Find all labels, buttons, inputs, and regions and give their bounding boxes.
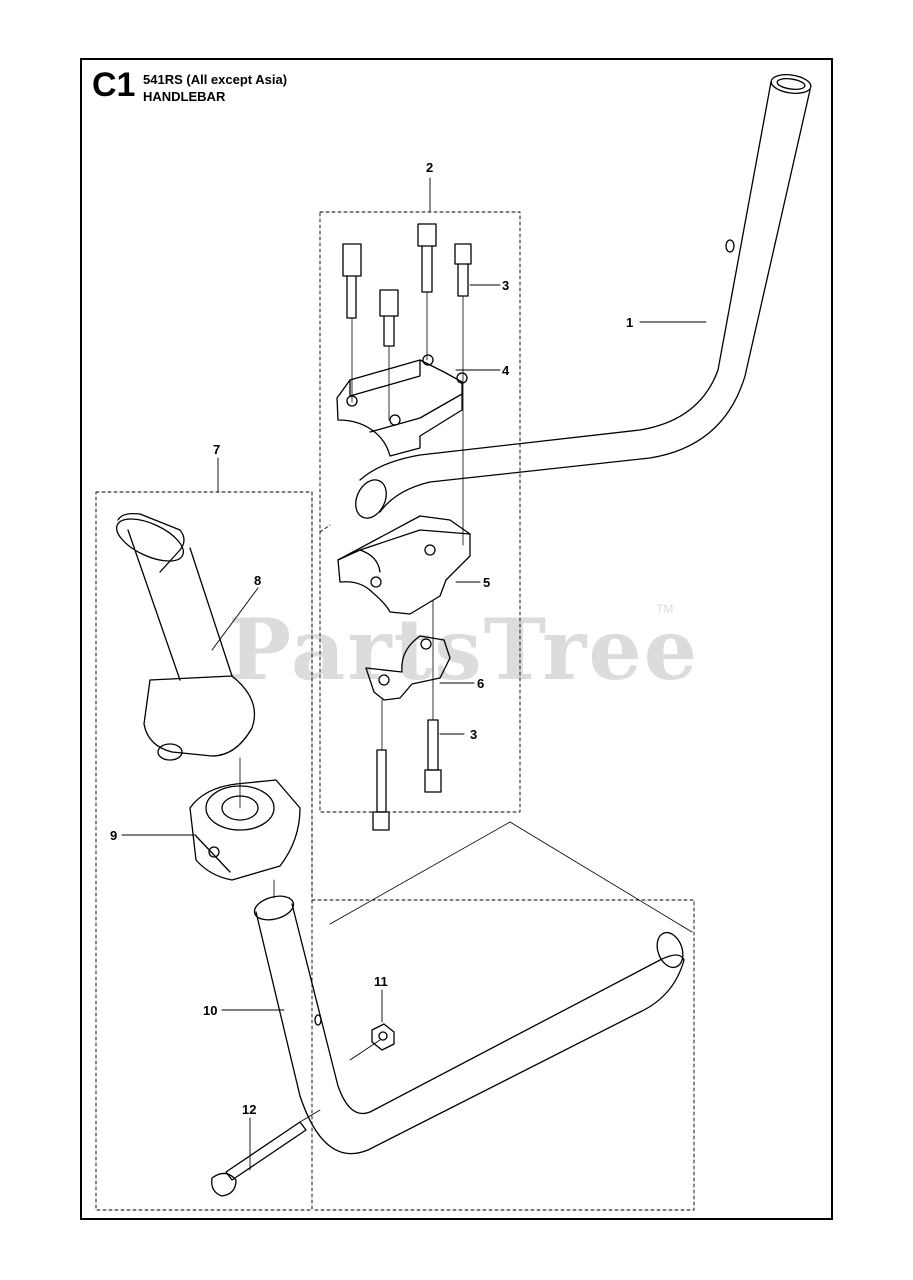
callout-numbers: 1 2 3 4 3 5 6 7 8 9 10 11 12 — [110, 160, 633, 1117]
leader-lines — [121, 177, 707, 1171]
part-9-throttle-housing — [189, 779, 301, 881]
part-11-nut — [371, 1023, 395, 1051]
watermark: PartsTree — [228, 600, 700, 699]
callout-8: 8 — [254, 573, 261, 588]
part-8-throttle-grip — [116, 512, 256, 761]
section-title: HANDLEBAR — [143, 89, 226, 104]
callout-7: 7 — [213, 442, 220, 457]
callout-11: 11 — [374, 974, 388, 989]
part-4-clamp-top — [336, 354, 468, 457]
part-3-screws-bottom — [372, 719, 442, 831]
callout-6: 6 — [477, 676, 484, 691]
section-code: C1 — [92, 66, 136, 104]
callout-12: 12 — [242, 1102, 256, 1117]
part-12-bolt — [211, 1121, 307, 1197]
part-1-handlebar-tube — [355, 74, 812, 519]
callout-9: 9 — [110, 828, 117, 843]
part-5-clamp-bottom — [337, 515, 471, 615]
part-10-handle-tube — [253, 895, 685, 1155]
callout-10: 10 — [203, 1003, 217, 1018]
part-6-clamp-lower — [365, 635, 451, 701]
assembly-lines — [239, 291, 693, 1123]
callout-1: 1 — [626, 315, 633, 330]
callout-3-top: 3 — [502, 278, 509, 293]
callout-4: 4 — [502, 363, 510, 378]
trademark-mark: TM — [656, 602, 674, 616]
dashed-group-boxes — [95, 211, 695, 1211]
callout-5: 5 — [483, 575, 490, 590]
callout-2: 2 — [426, 160, 433, 175]
part-3-screws-top — [342, 223, 472, 347]
diagram-frame — [80, 58, 833, 1220]
model-name: 541RS (All except Asia) — [143, 72, 288, 87]
callout-3-bottom: 3 — [470, 727, 477, 742]
